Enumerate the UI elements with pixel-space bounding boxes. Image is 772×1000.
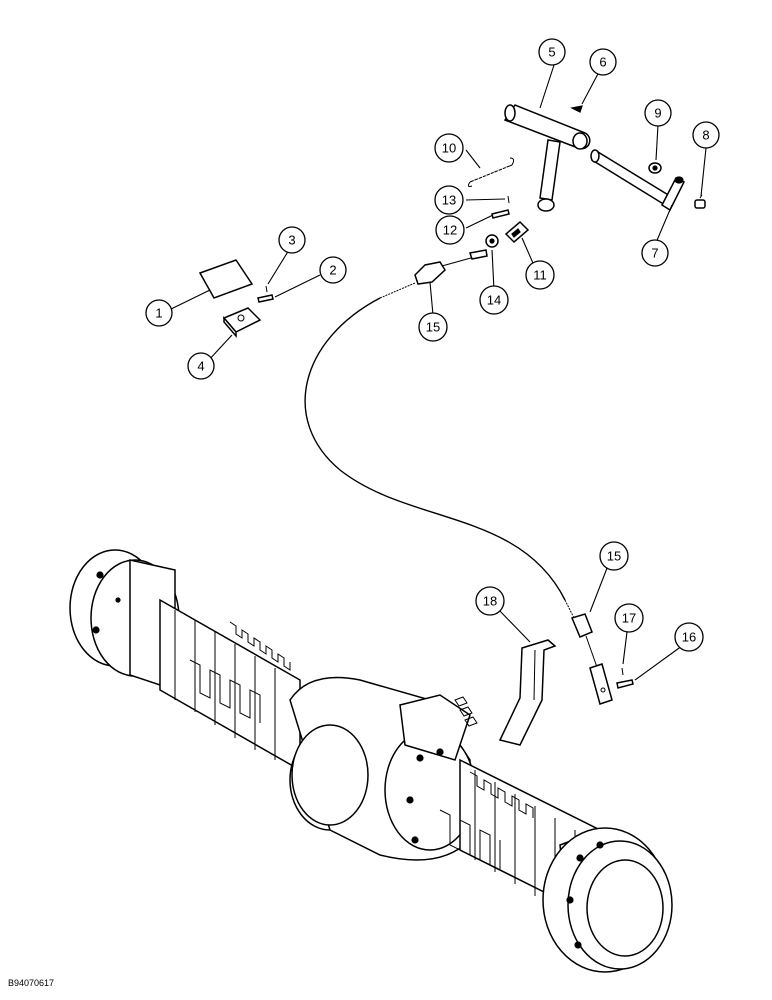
svg-text:3: 3 (288, 233, 295, 248)
callout-2: 2 (319, 256, 347, 284)
callout-8: 8 (692, 121, 720, 149)
pin-part-2 (257, 294, 274, 303)
callout-18: 18 (475, 586, 505, 616)
axle-assembly (69, 549, 673, 973)
callout-13: 13 (434, 185, 464, 215)
block-part-4 (222, 307, 262, 339)
svg-text:13: 13 (442, 193, 456, 208)
svg-text:18: 18 (483, 594, 497, 609)
callout-9: 9 (644, 99, 672, 127)
svg-text:15: 15 (607, 549, 621, 564)
svg-text:7: 7 (651, 246, 658, 261)
callout-11: 11 (525, 260, 555, 290)
callout-15-upper: 15 (418, 312, 448, 342)
svg-text:17: 17 (622, 611, 636, 626)
svg-text:9: 9 (654, 106, 661, 121)
callout-1: 1 (145, 299, 173, 327)
callout-5: 5 (538, 38, 566, 66)
callout-4: 4 (187, 352, 215, 380)
svg-text:4: 4 (197, 359, 204, 374)
bracket-part-18 (498, 639, 557, 746)
bushing-part-14 (485, 234, 499, 248)
figure-id-label: B94070617 (8, 978, 55, 988)
cable-end-lower-part-15 (564, 599, 613, 705)
svg-text:5: 5 (548, 45, 555, 60)
nut-part-9 (648, 162, 662, 174)
svg-text:12: 12 (443, 223, 457, 238)
svg-text:1: 1 (155, 306, 162, 321)
callout-17: 17 (614, 603, 644, 633)
plate-part-1 (198, 259, 254, 299)
svg-text:10: 10 (442, 141, 456, 156)
pin-part-16 (616, 679, 634, 689)
pin-part-6 (570, 105, 583, 113)
svg-text:14: 14 (487, 293, 501, 308)
bolt-part-8 (694, 194, 706, 209)
svg-text:2: 2 (329, 263, 336, 278)
pin-part-3 (265, 285, 268, 293)
svg-text:15: 15 (426, 320, 440, 335)
callout-7: 7 (641, 239, 669, 267)
svg-text:16: 16 (682, 630, 696, 645)
callout-14: 14 (479, 285, 509, 315)
pin-part-12 (491, 209, 510, 219)
control-cable (304, 297, 566, 601)
callout-15-lower: 15 (599, 541, 629, 571)
callout-6: 6 (589, 48, 617, 76)
lever-handle-part-5 (408, 93, 591, 212)
pin-part-17 (621, 667, 624, 676)
callout-10: 10 (434, 133, 464, 163)
callout-3: 3 (278, 226, 306, 254)
callout-12: 12 (435, 215, 465, 245)
callout-16: 16 (674, 622, 704, 652)
clevis-part-11 (504, 220, 530, 244)
svg-text:8: 8 (702, 128, 709, 143)
cable-end-upper-part-15 (379, 249, 488, 299)
shaft-part-7 (590, 149, 686, 212)
spring-part-10 (467, 157, 515, 187)
svg-text:6: 6 (599, 55, 606, 70)
pin-part-13 (507, 195, 510, 204)
svg-text:11: 11 (533, 268, 547, 283)
